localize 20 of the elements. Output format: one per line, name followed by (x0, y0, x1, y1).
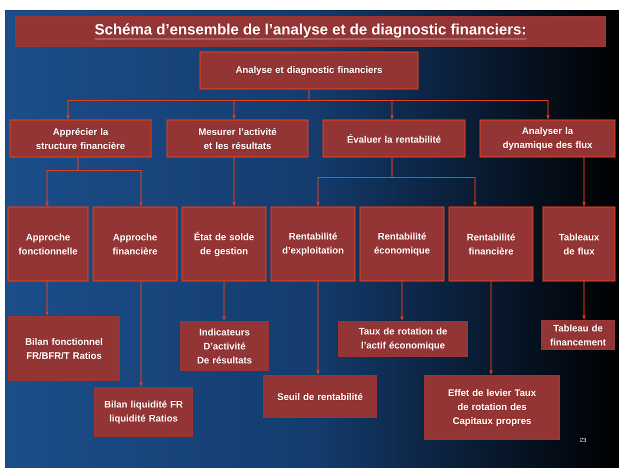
process-box: Apprécier la structure financière (10, 120, 152, 158)
process-box: Analyser la dynamique des flux (480, 120, 616, 158)
process-box: Bilan fonctionnel FR/BFR/T Ratios (8, 316, 120, 381)
process-box: Taux de rotation de l’actif économique (338, 321, 468, 357)
process-box: Rentabilité économique (360, 206, 444, 282)
process-box: Indicateurs D’activité De résultats (180, 321, 269, 371)
process-box: État de solde de gestion (182, 206, 266, 282)
process-box: Évaluer la rentabilité (322, 120, 466, 158)
process-box: Mesurer l’activité et les résultats (166, 120, 308, 158)
process-box: Approche financière (92, 206, 178, 282)
process-box: Tableaux de flux (542, 206, 616, 282)
process-box: Bilan liquidité FR liquidité Ratios (94, 387, 193, 437)
process-box: Approche fonctionnelle (8, 206, 88, 282)
process-box: Tableau de financement (541, 320, 615, 350)
process-box: Rentabilité financière (448, 206, 534, 282)
process-box: Seuil de rentabilité (263, 375, 377, 418)
title-banner: Schéma d’ensemble de l’analyse et de diagnostic financiers: (15, 16, 606, 47)
process-box: Effet de levier Taux de rotation des Capitaux propres (424, 375, 560, 440)
process-box: Analyse et diagnostic financiers (200, 52, 418, 90)
process-box: Rentabilité d’exploitation (270, 206, 356, 282)
